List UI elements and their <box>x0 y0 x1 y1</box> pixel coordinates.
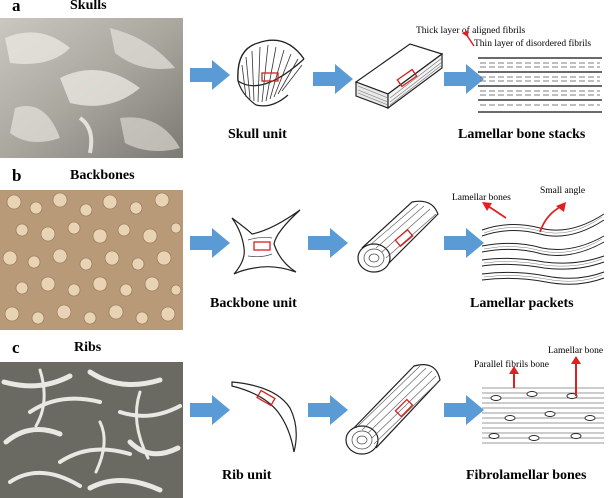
backbone-unit-label: Backbone unit <box>210 296 297 311</box>
bone-block-sketch <box>354 43 444 110</box>
annotation-parallel-fibrils: Parallel fibrils bone <box>474 360 549 370</box>
highlight-box <box>256 389 276 407</box>
annotation-lamellar-bones: Lamellar bones <box>452 193 511 203</box>
fibrolamellar-sketch <box>482 387 604 444</box>
lamellar-packets-label: Lamellar packets <box>470 296 574 311</box>
highlight-box <box>261 72 279 82</box>
annotation-thin-layer: Thin layer of disordered fibrils <box>474 39 592 49</box>
flow-arrow-icon <box>313 64 353 94</box>
rib-cylinder-sketch <box>345 364 441 455</box>
bone-cylinder-sketch <box>357 200 439 273</box>
rib-photo <box>0 362 183 498</box>
flow-arrow-icon <box>190 60 230 90</box>
annotation-lamellar-bone: Lamellar bone <box>548 346 604 356</box>
panel-c-letter: c <box>12 338 20 357</box>
pointer-arrow-icon <box>482 202 566 233</box>
panel-c-title: Ribs <box>74 340 102 355</box>
lamellar-stack-sketch <box>478 57 602 113</box>
lamellar-bone-stacks-label: Lamellar bone stacks <box>458 127 586 142</box>
flow-arrow-icon <box>444 64 484 94</box>
rib-unit-sketch <box>231 381 297 453</box>
highlight-box <box>396 68 418 88</box>
skull-unit-sketch <box>237 39 305 107</box>
panel-b-letter: b <box>12 166 22 185</box>
flow-arrow-icon <box>190 395 230 425</box>
rib-unit-label: Rib unit <box>222 468 272 483</box>
panel-a-title: Skulls <box>70 0 107 13</box>
annotation-thick-layer: Thick layer of aligned fibrils <box>416 26 526 36</box>
highlight-box <box>253 241 271 251</box>
annotation-small-angle: Small angle <box>540 186 586 196</box>
panel-b-title: Backbones <box>70 168 135 183</box>
flow-arrow-icon <box>308 228 348 258</box>
highlight-box <box>394 398 414 418</box>
backbone-photo <box>0 190 183 330</box>
highlight-box <box>394 228 414 248</box>
flow-arrow-icon <box>308 395 348 425</box>
backbone-unit-sketch <box>231 209 301 275</box>
flow-arrow-icon <box>444 228 484 258</box>
pointer-arrow-icon <box>509 356 581 396</box>
lamellar-packets-sketch <box>481 213 605 285</box>
pointer-arrow-icon <box>461 30 475 47</box>
flow-arrow-icon <box>444 395 484 425</box>
fibrolamellar-bones-label: Fibrolamellar bones <box>466 468 587 483</box>
panel-a-letter: a <box>12 0 21 15</box>
flow-arrow-icon <box>190 228 230 258</box>
skull-unit-label: Skull unit <box>228 127 287 142</box>
skull-photo <box>0 18 183 158</box>
